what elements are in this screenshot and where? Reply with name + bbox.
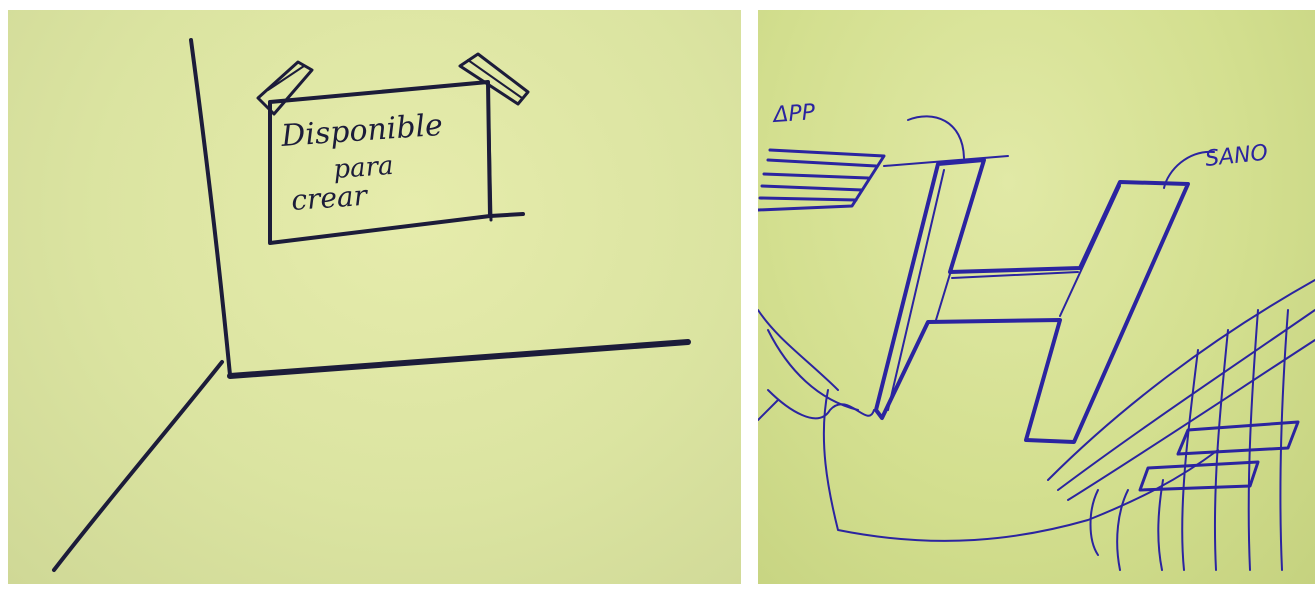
h-letter-outline bbox=[876, 160, 1188, 442]
right-sketch-drawing: ΔPP SANO bbox=[758, 10, 1315, 584]
sign-text-line-3: crear bbox=[290, 179, 369, 217]
tape-left bbox=[258, 62, 312, 114]
label-sano: SANO bbox=[1204, 141, 1269, 172]
floor-back-edge bbox=[230, 342, 688, 376]
arrow-to-left-label bbox=[908, 116, 964, 158]
sign-frame bbox=[270, 82, 523, 243]
wall-vertical-edge bbox=[191, 40, 230, 375]
floor-side-edge bbox=[54, 362, 222, 570]
sign-text-line-1: Disponible bbox=[279, 108, 444, 154]
left-sketch-panel: Disponible para crear bbox=[8, 10, 741, 584]
label-delta-pp: ΔPP bbox=[771, 100, 817, 128]
left-sketch-drawing: Disponible para crear bbox=[8, 10, 741, 584]
right-sketch-panel: ΔPP SANO bbox=[758, 10, 1315, 584]
